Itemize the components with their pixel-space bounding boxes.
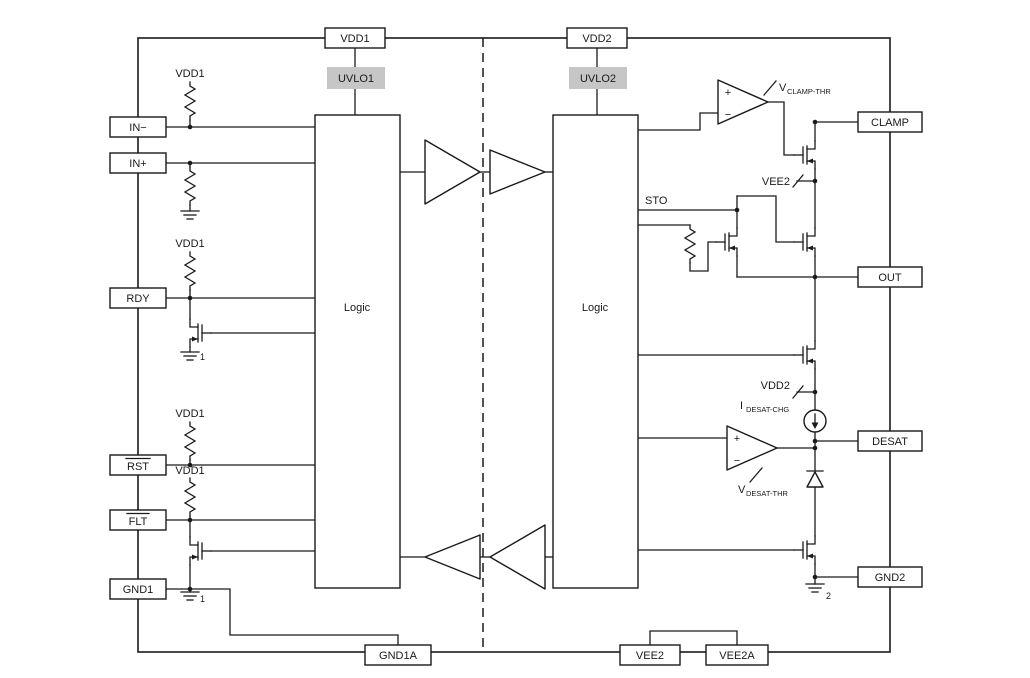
pin-vdd1-label: VDD1: [340, 33, 369, 45]
buffer-reverse-rx-icon: [424, 534, 481, 580]
junction-dots: [187, 119, 818, 592]
pin-clamp: CLAMP: [857, 111, 923, 133]
pin-out: OUT: [857, 266, 923, 288]
clamp-comparator: + −: [717, 79, 769, 125]
pin-gnd2-label: GND2: [875, 572, 906, 584]
sto-label: STO: [645, 195, 668, 207]
net-labels: VDD1 VDD1 VDD1 VDD1 STO VEE2 VDD2 V CLAM…: [175, 68, 831, 604]
uvlo2-block: [569, 67, 627, 89]
components: + − + −: [180, 79, 827, 601]
uvlo2-label: UVLO2: [580, 73, 616, 85]
desat-comparator-plus: +: [734, 433, 740, 445]
logic1-block: [314, 114, 401, 589]
pin-in-minus: IN−: [109, 116, 167, 138]
vdd1-pullup-label: VDD1: [175, 408, 204, 420]
mosfet-pullup-output: [793, 227, 816, 257]
current-source-icon: [803, 409, 827, 433]
ground-icon: [180, 210, 200, 220]
logic1-label: Logic: [344, 302, 371, 314]
pin-rst-label: RST: [127, 461, 149, 473]
pin-vee2a: VEE2A: [705, 644, 769, 666]
ground-icon: [180, 591, 200, 601]
pin-flt-label: FLT: [129, 516, 148, 528]
ground-icon: [805, 583, 825, 593]
buffer-forward-tx-icon: [424, 139, 481, 205]
i-desat-chg-label: I: [740, 400, 743, 412]
bond-wire-2-label: 2: [826, 591, 831, 601]
pin-gnd1a: GND1A: [364, 644, 432, 666]
desat-comparator: + −: [726, 425, 778, 471]
i-desat-chg-sub: DESAT-CHG: [746, 405, 789, 414]
diode-icon: [806, 470, 824, 488]
pin-gnd2: GND2: [857, 566, 923, 588]
mosfet-pulldown-output: [793, 340, 816, 370]
resistor-in-minus-pullup: [184, 81, 196, 121]
uvlo1-block: [327, 67, 385, 89]
resistor-flt-pullup: [184, 477, 196, 517]
pin-out-label: OUT: [878, 272, 902, 284]
vdd2-rail-label: VDD2: [761, 380, 790, 392]
resistor-sto-gate: [684, 224, 696, 264]
pin-flt: FLT: [109, 509, 167, 531]
mosfet-flt-pulldown: [189, 536, 212, 566]
pin-vee2-label: VEE2: [636, 650, 664, 662]
vdd1-pullup-label: VDD1: [175, 68, 204, 80]
mosfet-desat-blanking: [793, 535, 816, 565]
resistor-rst-pullup: [184, 421, 196, 461]
resistor-in-plus-pulldown: [184, 166, 196, 206]
vdd1-pullup-label: VDD1: [175, 238, 204, 250]
pin-gnd1: GND1: [109, 578, 167, 600]
ground-icon: [180, 351, 200, 361]
desat-comparator-minus: −: [734, 455, 740, 467]
clamp-comparator-plus: +: [725, 87, 731, 99]
v-clamp-thr-label: V: [779, 82, 787, 94]
bond-wire-1-label: 1: [200, 352, 205, 362]
mosfet-clamp: [793, 140, 816, 170]
pin-vee2: VEE2: [619, 644, 681, 666]
pin-rst: RST: [109, 454, 167, 476]
chip-outline: [137, 37, 891, 653]
pin-desat: DESAT: [857, 430, 923, 452]
pin-gnd1a-label: GND1A: [379, 650, 418, 662]
pin-rdy-label: RDY: [126, 293, 150, 305]
v-desat-thr-label: V: [738, 484, 746, 496]
logic2-block: [552, 114, 639, 589]
v-clamp-thr-sub: CLAMP-THR: [787, 87, 831, 96]
pin-vdd2: VDD2: [566, 27, 628, 49]
logic2-label: Logic: [582, 302, 609, 314]
mosfet-sto: [715, 227, 738, 257]
buffer-reverse-tx-icon: [489, 524, 546, 590]
buffer-forward-rx-icon: [489, 149, 546, 195]
vdd1-pullup-label: VDD1: [175, 465, 204, 477]
pin-vdd1: VDD1: [324, 27, 386, 49]
vee2-rail-label: VEE2: [762, 176, 790, 188]
clamp-comparator-minus: −: [725, 109, 731, 121]
pin-in-minus-label: IN−: [129, 122, 146, 134]
pin-in-plus: IN+: [109, 152, 167, 174]
pin-vdd2-label: VDD2: [582, 33, 611, 45]
pin-gnd1-label: GND1: [123, 584, 154, 596]
pin-desat-label: DESAT: [872, 436, 908, 448]
bond-wire-1-label: 1: [200, 594, 205, 604]
pins: VDD1 VDD2 IN− IN+ RDY RST FLT: [109, 27, 923, 666]
pin-rdy: RDY: [109, 287, 167, 309]
v-desat-thr-sub: DESAT-THR: [746, 489, 789, 498]
pin-vee2a-label: VEE2A: [719, 650, 755, 662]
uvlo1-label: UVLO1: [338, 73, 374, 85]
mosfet-rdy-pulldown: [189, 318, 212, 348]
resistor-rdy-pullup: [184, 251, 196, 291]
pin-in-plus-label: IN+: [129, 158, 146, 170]
pin-clamp-label: CLAMP: [871, 117, 909, 129]
